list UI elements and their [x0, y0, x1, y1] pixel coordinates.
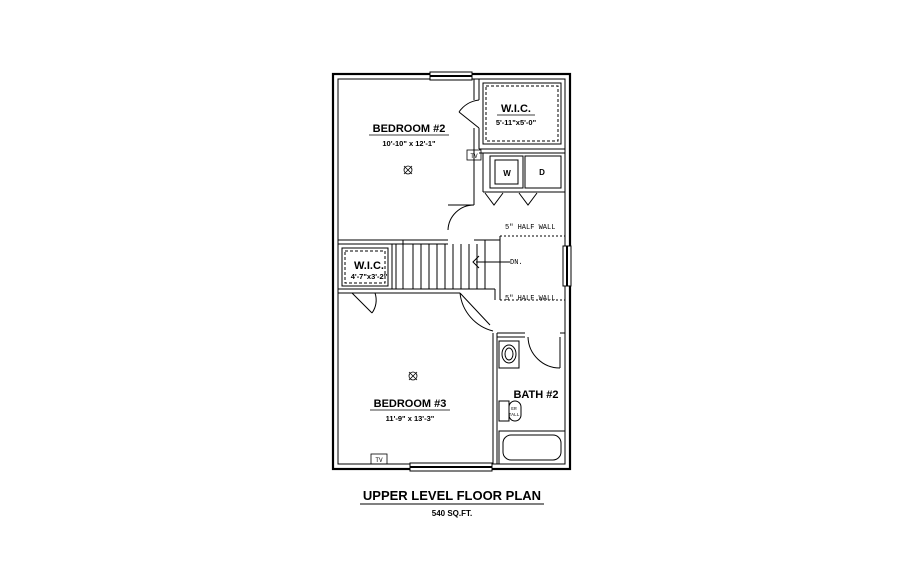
toilet-label-line2: TALL — [509, 412, 520, 418]
bedroom3-name: BEDROOM #3 — [374, 398, 447, 410]
wic1-shelf — [482, 82, 562, 145]
dryer-label: D — [539, 168, 545, 177]
sink — [498, 340, 520, 369]
wic2-dims: 4'-7"x3'-2" — [351, 272, 388, 281]
tv-box-lower — [370, 453, 388, 465]
wic1-dims: 5'-11"x5'-0" — [496, 118, 537, 127]
stair-dn-label: DN. — [510, 259, 523, 267]
ceiling-light-icon — [403, 165, 413, 175]
interior-walls — [338, 79, 565, 464]
wic1-name: W.I.C. — [501, 103, 531, 115]
bedroom3-dims: 11'-9" x 13'-3" — [386, 414, 435, 423]
bedroom2-dims: 10'-10" x 12'-1" — [382, 139, 436, 148]
tv-box-upper — [466, 149, 482, 161]
bath2-name: BATH #2 — [513, 389, 558, 401]
plan-title: UPPER LEVEL FLOOR PLAN — [363, 488, 541, 503]
windows — [409, 71, 572, 472]
stairs — [412, 240, 510, 289]
tv-label-upper: TV — [470, 153, 478, 160]
bedroom2-name: BEDROOM #2 — [373, 123, 446, 135]
half-wall-note-top: 5" HALF WALL — [505, 224, 555, 232]
ceiling-light-icon — [408, 371, 418, 381]
plan-area: 540 SQ.FT. — [432, 509, 472, 518]
washer — [489, 155, 524, 189]
half-wall-note-bottom: 5" HALF WALL — [505, 295, 555, 303]
tv-label-lower: TV — [375, 457, 383, 464]
bathtub — [498, 430, 566, 465]
washer-label: W — [503, 169, 511, 178]
toilet-label-line1: ER — [511, 406, 517, 412]
doors — [351, 99, 561, 369]
wic2-name: W.I.C. — [354, 260, 384, 272]
dryer — [524, 155, 562, 189]
toilet — [498, 400, 522, 422]
wic2-shelf — [341, 247, 389, 287]
